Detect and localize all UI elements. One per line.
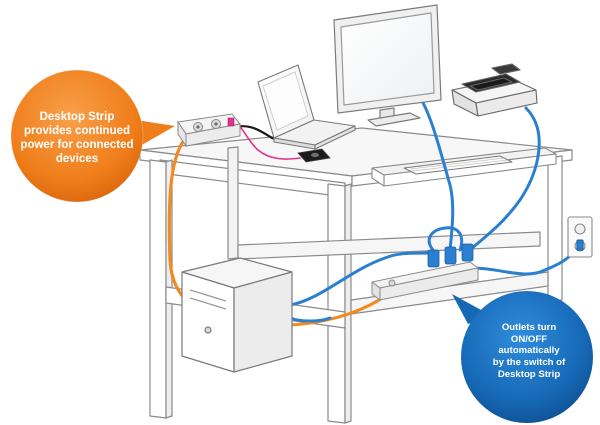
desktop-strip-callout-text: Desktop Strip provides continued power f… — [20, 111, 134, 166]
monitor — [333, 4, 442, 127]
controlled-plugs — [427, 243, 474, 268]
desktop-strip-callout — [10, 69, 175, 203]
outlets-callout-text: Outlets turn ON/OFF automatically by the… — [492, 322, 566, 380]
outlets-callout-bubble — [461, 291, 593, 423]
plug-1 — [427, 249, 440, 268]
computer-tower-front — [181, 271, 235, 373]
wall-outlet — [567, 216, 593, 258]
computer-tower — [181, 257, 293, 373]
controlled-strip — [371, 261, 479, 301]
desk-leg-front-middle — [327, 183, 346, 424]
desk-leg-front-left — [149, 159, 167, 419]
desk-leg-right — [547, 155, 563, 303]
monitor-stand — [367, 112, 421, 127]
desktop-strip-callout-bubble — [11, 70, 143, 202]
keyboard-tray — [371, 147, 557, 187]
plug-2 — [444, 246, 457, 265]
laptop — [257, 64, 356, 150]
mp3-player — [297, 148, 331, 163]
printer — [451, 63, 538, 117]
plug-3 — [461, 243, 474, 262]
outlets-callout — [452, 291, 593, 423]
monitor-screen — [340, 12, 435, 106]
desktop-strip — [177, 113, 241, 148]
usb-plug — [227, 117, 235, 127]
